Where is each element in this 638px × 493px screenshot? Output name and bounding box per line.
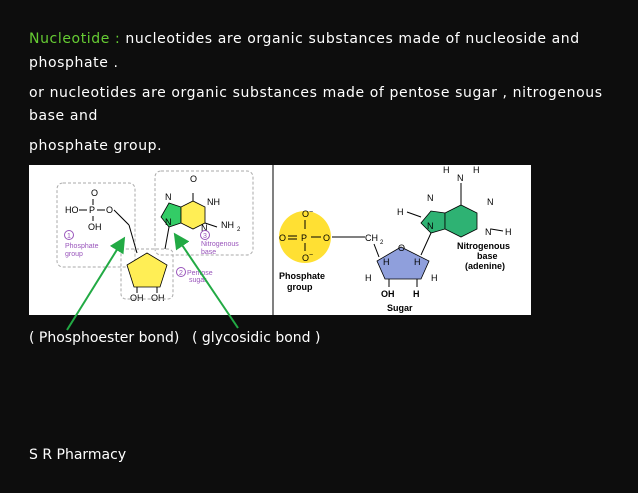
right-phosphate-o-left: O xyxy=(279,233,286,243)
left-base-n-right: N xyxy=(201,223,208,233)
right-sugar-o: O xyxy=(398,243,405,253)
right-sugar-label: Sugar xyxy=(387,303,413,313)
nucleotide-term: Nucleotide : xyxy=(29,31,121,47)
right-base-h2: H xyxy=(473,165,480,175)
phosphoester-caption: ( Phosphoester bond) xyxy=(29,330,180,346)
left-diagram: O HO P O OH 1 Phosphate group OH OH 2 Pe… xyxy=(56,170,254,303)
right-phosphate-o-top-charge: − xyxy=(309,209,313,216)
right-base-h-left-bond xyxy=(406,211,422,218)
left-base-five-ring xyxy=(160,202,182,228)
right-base-h1: H xyxy=(443,165,450,175)
left-sugar-number: 2 xyxy=(179,270,183,277)
definition-line-3: base and xyxy=(29,108,98,124)
right-sugar-h-inner-left: H xyxy=(383,257,390,267)
base-dashed-box xyxy=(154,170,254,256)
right-base-label-2: base xyxy=(477,251,498,261)
right-base-six-ring xyxy=(444,204,478,238)
left-base-n-bottom: N xyxy=(165,217,172,227)
right-bond-ch2-sugar xyxy=(373,243,380,258)
left-base-nh: NH xyxy=(207,197,220,207)
left-phosphate-label-2: group xyxy=(65,251,83,258)
right-sugar-h-left: H xyxy=(365,273,372,283)
left-base-number: 3 xyxy=(203,233,207,240)
right-base-h-left: H xyxy=(397,207,404,217)
right-phosphate-o-bottom-charge: − xyxy=(309,252,313,259)
left-base-label-2: base xyxy=(201,249,216,256)
left-phosphate-oh: OH xyxy=(88,222,102,232)
left-bond-o-ch2 xyxy=(113,209,130,226)
right-base-label-1: Nitrogenous xyxy=(457,241,510,251)
right-sugar-h-right: H xyxy=(431,273,438,283)
nucleotide-figure: O HO P O OH 1 Phosphate group OH OH 2 Pe… xyxy=(29,165,531,315)
definition-continuation: phosphate . xyxy=(29,55,119,71)
left-phosphate-number: 1 xyxy=(67,233,71,240)
left-base-nh2: NH xyxy=(221,220,234,230)
left-phosphate-p: P xyxy=(89,205,95,215)
left-glycosidic-link xyxy=(164,226,170,250)
left-sugar-oh2: OH xyxy=(151,293,165,303)
definition-line-4: phosphate group. xyxy=(29,138,163,154)
left-sugar-label-2: sugar xyxy=(189,277,207,284)
right-ch2: CH xyxy=(365,233,378,243)
definition-line-1: Nucleotide : nucleotides are organic sub… xyxy=(29,31,580,47)
left-base-nh2-sub: 2 xyxy=(237,227,241,233)
left-bond-ch2-sugar xyxy=(128,224,138,254)
footer-text: S R Pharmacy xyxy=(29,447,127,463)
right-phosphate-circle xyxy=(279,211,331,263)
left-base-label-1: Nitrogenous xyxy=(201,241,239,248)
right-phosphate-label-2: group xyxy=(287,282,313,292)
right-diagram: O − O P O O − Phosphate group CH 2 O H H… xyxy=(279,165,512,313)
right-sugar-oh: OH xyxy=(381,289,395,299)
right-sugar-pentagon xyxy=(376,246,430,280)
right-base-n4: N xyxy=(485,227,492,237)
right-base-n1: N xyxy=(427,193,434,203)
left-phosphate-ho: HO xyxy=(65,205,79,215)
left-phosphate-o-right: O xyxy=(106,205,113,215)
right-phosphate-label-1: Phosphate xyxy=(279,271,325,281)
right-base-h-right: H xyxy=(505,227,512,237)
left-base-n-top: N xyxy=(165,192,172,202)
definition-line-2: or nucleotides are organic substances ma… xyxy=(29,85,603,101)
right-phosphate-o-top: O xyxy=(302,209,309,219)
left-base-o: O xyxy=(190,174,197,184)
right-base-label-3: (adenine) xyxy=(465,261,505,271)
right-base-n3: N xyxy=(487,197,494,207)
right-phosphate-p: P xyxy=(301,233,307,243)
left-base-nh2-bond xyxy=(204,222,218,228)
right-base-n2: N xyxy=(427,221,434,231)
phosphate-dashed-box xyxy=(56,182,136,268)
nucleotide-diagram-svg: O HO P O OH 1 Phosphate group OH OH 2 Pe… xyxy=(56,165,512,315)
left-sugar-pentagon xyxy=(126,252,168,288)
definition-text-1: nucleotides are organic substances made … xyxy=(120,31,580,47)
right-base-n-top: N xyxy=(457,173,464,183)
right-base-h-right-bond xyxy=(490,228,504,232)
right-sugar-h-inner-right: H xyxy=(414,257,421,267)
right-sugar-h-bottom: H xyxy=(413,289,420,299)
right-glycosidic-link xyxy=(420,232,432,256)
left-sugar-label-1: Pentose xyxy=(187,270,213,277)
right-phosphate-o-right: O xyxy=(323,233,330,243)
right-base-five-ring xyxy=(420,210,446,234)
right-phosphate-o-bottom: O xyxy=(302,253,309,263)
glycosidic-caption: ( glycosidic bond ) xyxy=(192,330,321,346)
left-phosphate-o-top: O xyxy=(91,188,98,198)
left-phosphate-label-1: Phosphate xyxy=(65,243,99,250)
left-sugar-oh1: OH xyxy=(130,293,144,303)
right-ch2-sub: 2 xyxy=(380,240,384,246)
